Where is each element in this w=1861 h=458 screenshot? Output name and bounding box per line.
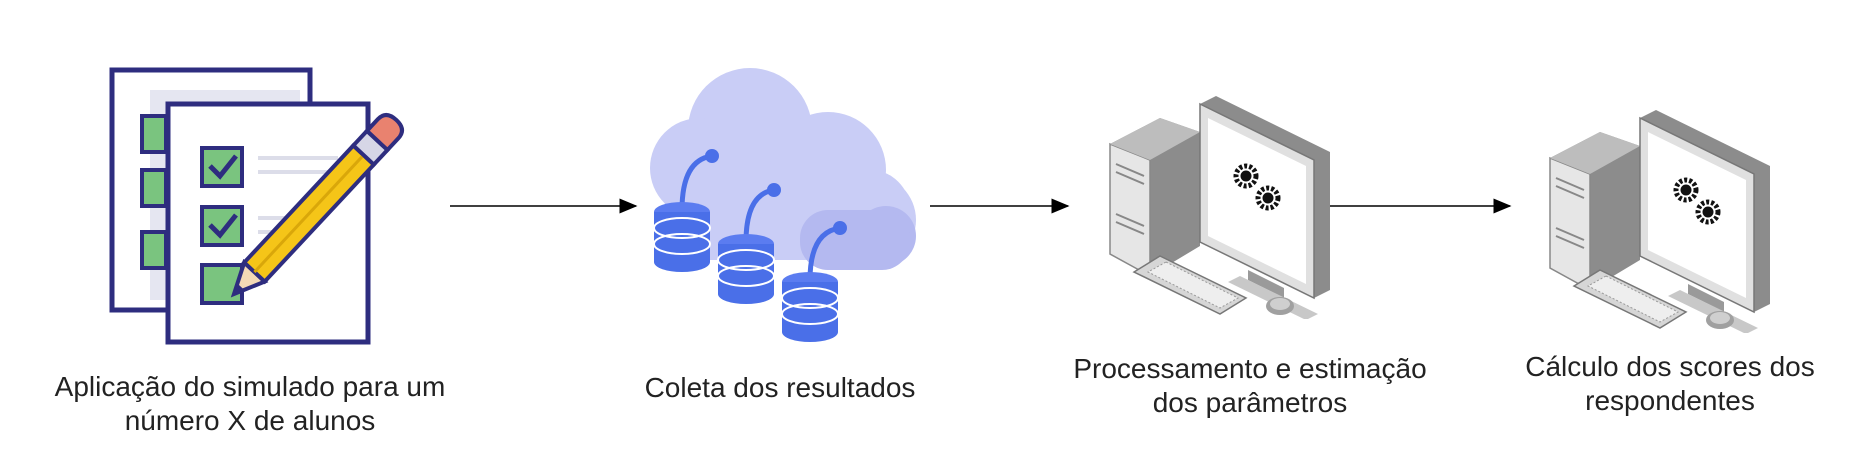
step-4-label-line-2: respondentes — [1585, 385, 1755, 416]
step-3-label-line-2: dos parâmetros — [1152, 387, 1348, 418]
step-4-label: Cálculo dos scores dos respondentes — [1480, 350, 1860, 418]
step-3-label-line-1: Processamento e estimação — [1073, 353, 1427, 384]
database-3-icon — [781, 221, 847, 342]
step-1-label: Aplicação do simulado para um número X d… — [20, 370, 480, 438]
step-1-label-line-1: Aplicação do simulado para um — [54, 371, 446, 402]
database-2-icon — [717, 183, 781, 304]
step-2-label-line-1: Coleta dos resultados — [644, 372, 916, 403]
step-1-label-line-2: número X de alunos — [124, 405, 376, 436]
step-2-label: Coleta dos resultados — [580, 371, 980, 405]
database-1-icon — [653, 149, 719, 272]
step-3-label: Processamento e estimação dos parâmetros — [1040, 352, 1460, 420]
step-4-label-line-1: Cálculo dos scores dos — [1525, 351, 1815, 382]
computer-gears-icon — [1109, 96, 1330, 319]
cloud-database-icon — [650, 68, 916, 342]
computer-gears-icon — [1549, 110, 1770, 333]
checklist-pencil-icon — [109, 67, 404, 345]
